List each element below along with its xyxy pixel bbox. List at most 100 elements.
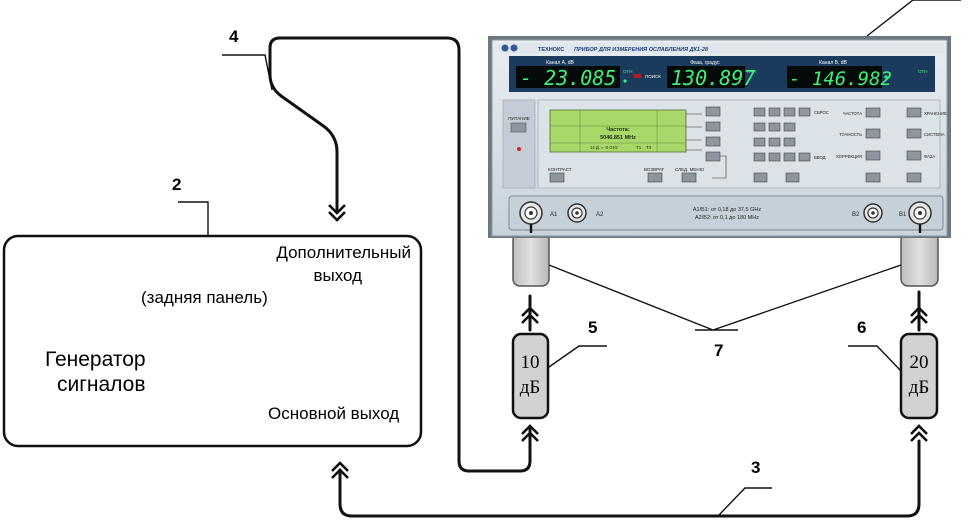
led-indicator	[623, 79, 627, 83]
soft-key[interactable]	[705, 136, 721, 147]
aux-output-label-line2: выход	[313, 266, 362, 285]
lcd-freq-value: 5046.851 MHz	[600, 135, 636, 141]
keypad-key[interactable]	[798, 152, 811, 162]
accuracy-button[interactable]	[865, 128, 881, 139]
keypad-key[interactable]	[783, 107, 796, 117]
keypad-key[interactable]	[753, 152, 766, 162]
main-output-label: Основной выход	[268, 404, 399, 423]
lcd-bottom-text: 14 Д. ≈ -0 GHz	[590, 145, 618, 150]
port-a2-label: A2	[596, 212, 604, 218]
key-label-accuracy: ТОЧНОСТЬ	[839, 132, 862, 137]
keypad-key[interactable]	[768, 122, 781, 132]
soft-key[interactable]	[705, 151, 721, 162]
key-label-phase: ФАЗА	[924, 154, 935, 159]
attenuator-unit: дБ	[909, 377, 930, 398]
keypad-key[interactable]	[783, 137, 796, 147]
display-phase	[667, 66, 745, 88]
lcd-t3: Т3	[646, 145, 652, 150]
reset-label: ВОЗВРАТ	[644, 167, 664, 172]
brand-label: ТЕХНОКС	[538, 47, 564, 53]
keypad-key[interactable]	[785, 172, 800, 183]
attenuator-value: 20	[910, 352, 929, 373]
callout-7: 7	[714, 341, 723, 360]
attenuator-value: 10	[521, 352, 540, 373]
chevron-icon	[328, 204, 346, 222]
port-range-line1: A1/Б1: от 0,18 до 37,5 GHz	[693, 207, 761, 213]
key-label-correction: КОРРЕКЦИЯ	[836, 154, 862, 159]
function-button[interactable]	[865, 172, 881, 183]
reset-button[interactable]	[647, 172, 663, 183]
phase-button[interactable]	[906, 150, 922, 161]
system-button[interactable]	[906, 128, 922, 139]
adapters	[512, 232, 939, 287]
signal-generator: Генератор сигналов Дополнительный выход …	[2, 234, 423, 448]
clear-label: СБРОС	[814, 110, 829, 115]
display-b-tag: ОТН	[918, 69, 928, 74]
power-led	[517, 147, 521, 151]
chevron-icon	[331, 461, 349, 479]
keypad-key[interactable]	[783, 122, 796, 132]
soft-key[interactable]	[705, 106, 721, 117]
search-label: ПОИСК	[645, 74, 661, 79]
keypad-key[interactable]	[798, 107, 811, 117]
adapter-left	[512, 232, 550, 287]
port-b2-label: B2	[852, 212, 860, 218]
display-phase-label: Фаза, градус	[690, 60, 720, 66]
soft-keys	[705, 106, 721, 162]
display-b-value: - 146.982	[789, 68, 892, 90]
port-a1[interactable]: A1	[519, 201, 558, 225]
display-a-tag: ОТН	[623, 69, 633, 74]
freq-button[interactable]	[865, 107, 881, 118]
storage-button[interactable]	[906, 107, 922, 118]
search-led	[634, 74, 641, 78]
keypad-key[interactable]	[753, 107, 766, 117]
function-keys: ЧАСТОТА ТОЧНОСТЬ КОРРЕКЦИЯ ХРАНЕНИЕ СИСТ…	[836, 107, 947, 183]
power-label: ПИТАНИЕ	[508, 116, 530, 121]
adapter-right	[900, 232, 939, 287]
generator-title-line1: Генератор	[45, 348, 146, 371]
aux-output-label-line1: Дополнительный	[276, 243, 411, 262]
chevron-icon	[521, 424, 539, 442]
port-a1-label: A1	[550, 212, 558, 218]
port-a2[interactable]: A2	[567, 203, 604, 223]
cables	[268, 36, 921, 518]
display-b-label: Канал B, dB	[819, 60, 847, 66]
contrast-label: КОНТРАСТ	[548, 167, 572, 172]
attenuator-10db: 10 дБ	[511, 332, 550, 420]
chevron-icon	[910, 306, 928, 324]
chevron-icon	[910, 424, 928, 442]
keypad-key[interactable]	[768, 137, 781, 147]
cable-4	[268, 36, 532, 473]
menu-label: СЛЕД. МЕНЮ	[675, 167, 705, 172]
callout-6: 6	[857, 318, 866, 337]
keypad-key[interactable]	[783, 152, 796, 162]
attenuation-meter: ТЕХНОКС ПРИБОР ДЛЯ ИЗМЕРЕНИЯ ОСЛАБЛЕНИЯ …	[488, 36, 951, 238]
power-button[interactable]	[510, 122, 527, 133]
numeric-keypad	[753, 107, 811, 183]
lcd-screen	[549, 109, 687, 153]
keypad-key[interactable]	[753, 172, 768, 183]
callout-4: 4	[229, 27, 239, 46]
keypad-key[interactable]	[768, 152, 781, 162]
keypad-key[interactable]	[753, 122, 766, 132]
soft-key[interactable]	[705, 121, 721, 132]
display-a-value: - 23.085	[520, 66, 616, 90]
port-range-line2: A2/Б2: от 0,1 до 180 MHz	[695, 215, 759, 221]
keypad-key[interactable]	[768, 107, 781, 117]
menu-button[interactable]	[681, 172, 697, 183]
display-a	[516, 66, 620, 88]
instrument-title: ПРИБОР ДЛЯ ИЗМЕРЕНИЯ ОСЛАБЛЕНИЯ ДК1-28	[574, 47, 709, 53]
key-label-storage: ХРАНЕНИЕ	[924, 111, 947, 116]
display-a-label: Канал A, dB	[546, 60, 574, 66]
correction-button[interactable]	[865, 150, 881, 161]
key-label-freq: ЧАСТОТА	[843, 111, 862, 116]
keypad-key[interactable]	[753, 137, 766, 147]
display-phase-value: 130.897	[671, 66, 755, 90]
port-b2[interactable]: B2	[852, 203, 883, 223]
connector-marks	[328, 204, 928, 479]
contrast-button[interactable]	[549, 172, 565, 183]
callout-3: 3	[751, 458, 760, 477]
function-button[interactable]	[906, 172, 922, 183]
callouts	[178, 0, 961, 517]
